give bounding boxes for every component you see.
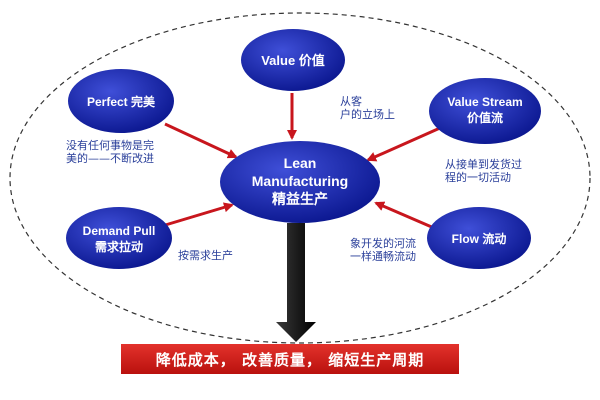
- node-value-label: Value 价值: [261, 53, 325, 68]
- goal-banner: 降低成本， 改善质量， 缩短生产周期: [121, 344, 459, 374]
- node-demand-pull: Demand Pull 需求拉动: [66, 207, 172, 269]
- arrow-perfect: [164, 122, 238, 159]
- caption-flow: 象开发的河流 一样通畅流动: [350, 237, 416, 263]
- node-demand-pull-label-2: 需求拉动: [95, 239, 143, 254]
- node-perfect-label: Perfect 完美: [87, 94, 156, 109]
- caption-value-line-1: 从客: [340, 95, 362, 108]
- boundary-ellipse: [9, 12, 591, 344]
- center-label-2: Manufacturing: [252, 173, 348, 189]
- arrow-value-stream: [366, 126, 441, 162]
- arrow-demand-pull: [161, 202, 234, 228]
- caption-perfect-line-1: 没有任何事物是完: [66, 139, 154, 152]
- center-label-3: 精益生产: [272, 191, 328, 207]
- caption-demand-pull-line: 按需求生产: [178, 249, 233, 262]
- node-flow-label: Flow 流动: [452, 231, 507, 246]
- caption-perfect-line-2: 美的——不断改进: [66, 152, 154, 165]
- caption-perfect: 没有任何事物是完 美的——不断改进: [66, 139, 154, 165]
- node-perfect: Perfect 完美: [68, 69, 174, 133]
- node-flow: Flow 流动: [427, 207, 531, 269]
- down-arrow: [276, 223, 316, 342]
- node-value-stream-label-1: Value Stream: [447, 95, 522, 109]
- node-demand-pull-label-1: Demand Pull: [83, 224, 156, 238]
- caption-value-stream-line-2: 程的一切活动: [445, 171, 511, 184]
- caption-demand-pull: 按需求生产: [178, 249, 233, 262]
- caption-value-line-2: 户的立场上: [340, 108, 395, 121]
- caption-value: 从客 户的立场上: [340, 95, 395, 121]
- center-label-1: Lean: [284, 155, 317, 171]
- node-value-stream-label-2: 价值流: [467, 110, 503, 125]
- caption-flow-line-1: 象开发的河流: [350, 237, 416, 250]
- caption-value-stream: 从接单到发货过 程的一切活动: [445, 158, 522, 184]
- arrow-flow: [374, 201, 435, 230]
- node-lean-manufacturing: Lean Manufacturing 精益生产: [220, 141, 380, 223]
- caption-value-stream-line-1: 从接单到发货过: [445, 158, 522, 171]
- caption-flow-line-2: 一样通畅流动: [350, 250, 416, 263]
- node-value: Value 价值: [241, 29, 345, 91]
- node-value-stream: Value Stream 价值流: [429, 78, 541, 144]
